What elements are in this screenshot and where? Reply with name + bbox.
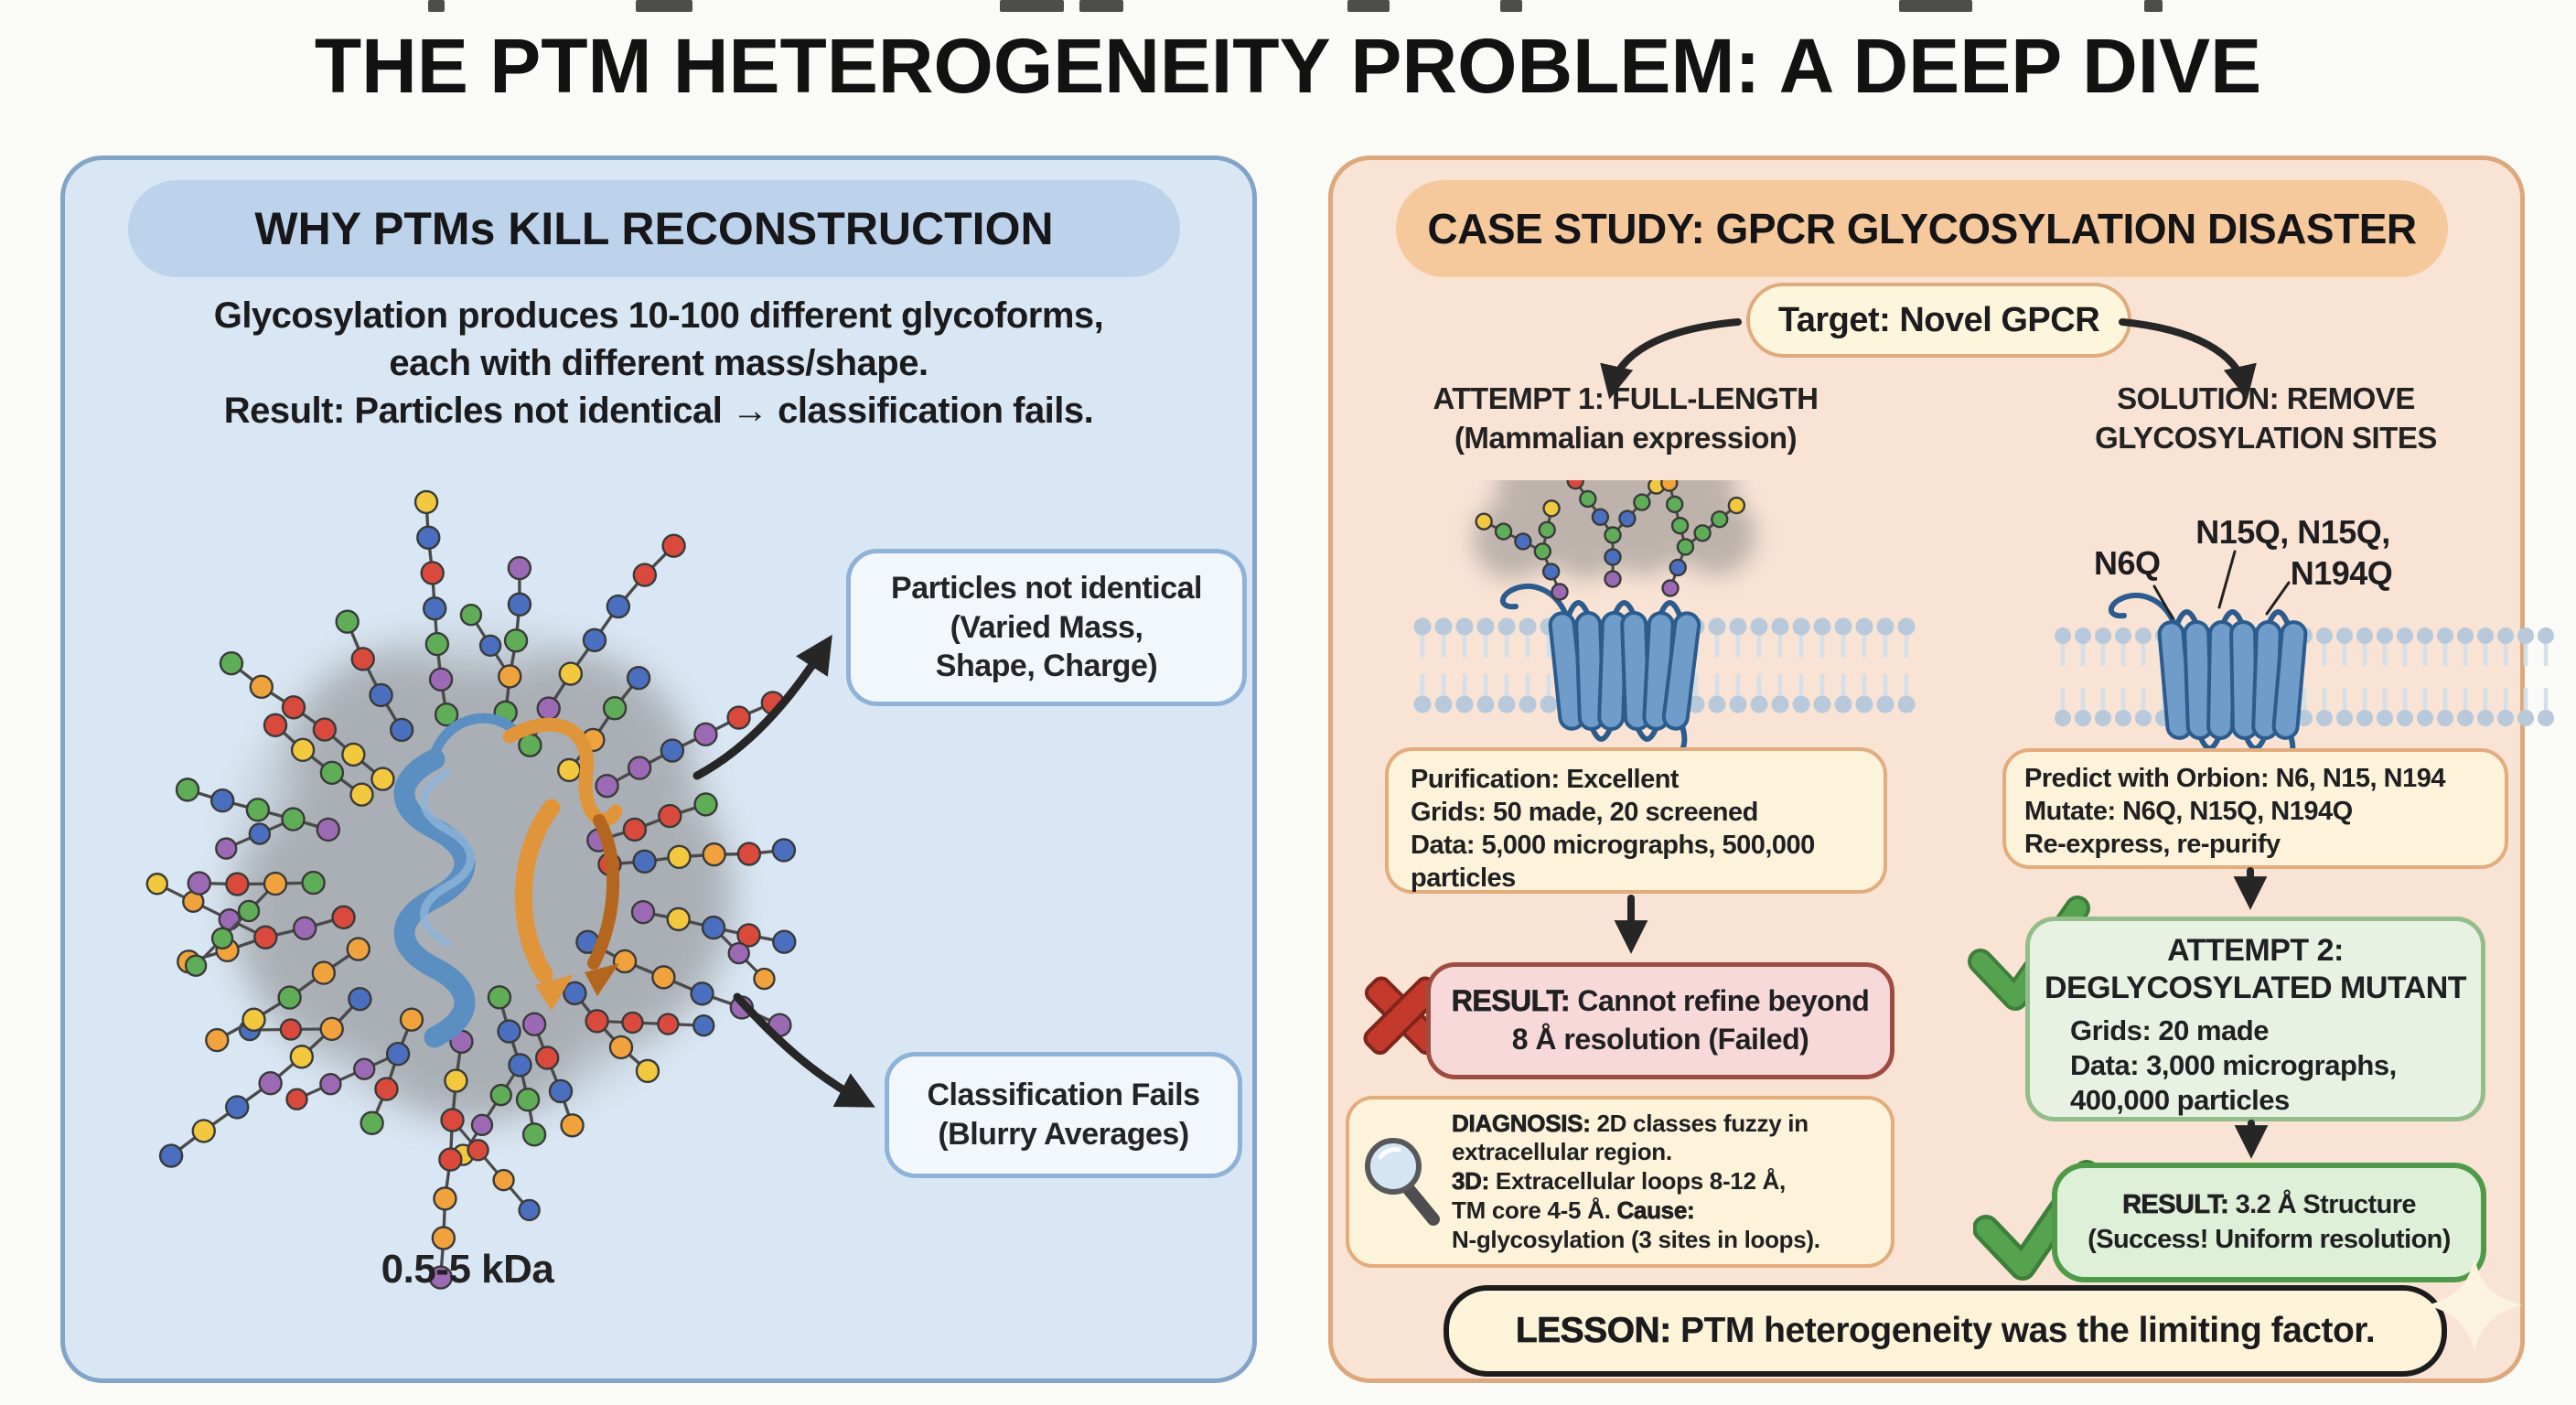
- top-edge-artifact: [428, 0, 445, 12]
- target-novel-gpcr-pill: Target: Novel GPCR: [1746, 283, 2131, 358]
- magnifier-icon: [1349, 1132, 1452, 1232]
- callout-particles-not-identical: Particles not identical(Varied Mass,Shap…: [846, 549, 1247, 706]
- top-edge-artifact: [1347, 0, 1390, 12]
- failure-x-icon: [1351, 963, 1454, 1069]
- deglycosylated-gpcr-illustration: [2055, 550, 2554, 755]
- top-edge-artifact: [2144, 0, 2163, 12]
- attempt1-heading: ATTEMPT 1: FULL-LENGTH(Mammalian express…: [1433, 381, 1819, 455]
- glycan-mass-label: 0.5-5 kDa: [381, 1247, 554, 1292]
- callout-classification-fails: Classification Fails(Blurry Averages): [885, 1052, 1242, 1178]
- top-edge-artifact: [1079, 0, 1123, 12]
- glycoprotein-illustration: [145, 489, 797, 1290]
- top-edge-artifact: [1000, 0, 1064, 12]
- top-edge-artifact: [636, 0, 692, 12]
- attempt2-box: ATTEMPT 2:DEGLYCOSYLATED MUTANT Grids: 2…: [2025, 917, 2485, 1121]
- lesson-box: LESSON: PTM heterogeneity was the limiti…: [1444, 1285, 2447, 1377]
- why-ptms-panel: WHY PTMs KILL RECONSTRUCTION Glycosylati…: [60, 156, 1257, 1383]
- attempt2-result-box: RESULT: 3.2 Å Structure(Success! Uniform…: [2052, 1163, 2486, 1282]
- mutation-label-n15q: N15Q, N15Q,: [2195, 513, 2390, 551]
- top-edge-artifact: [1500, 0, 1522, 12]
- page-title: THE PTM HETEROGENEITY PROBLEM: A DEEP DI…: [314, 23, 2262, 109]
- attempt2-title: ATTEMPT 2:DEGLYCOSYLATED MUTANT: [2044, 933, 2467, 1006]
- mutation-label-n6q: N6Q: [2094, 544, 2161, 582]
- top-edge-artifact: [1899, 0, 1972, 12]
- why-ptms-panel-header: WHY PTMs KILL RECONSTRUCTION: [128, 180, 1180, 277]
- glycosylated-gpcr-illustration: [1413, 480, 1916, 755]
- case-study-panel-header: CASE STUDY: GPCR GLYCOSYLATION DISASTER: [1396, 180, 2448, 277]
- mutation-label-n194q: N194Q: [2290, 554, 2393, 592]
- glycosylation-intro-text: Glycosylation produces 10-100 different …: [213, 295, 1104, 431]
- case-study-panel: CASE STUDY: GPCR GLYCOSYLATION DISASTER …: [1328, 156, 2554, 1383]
